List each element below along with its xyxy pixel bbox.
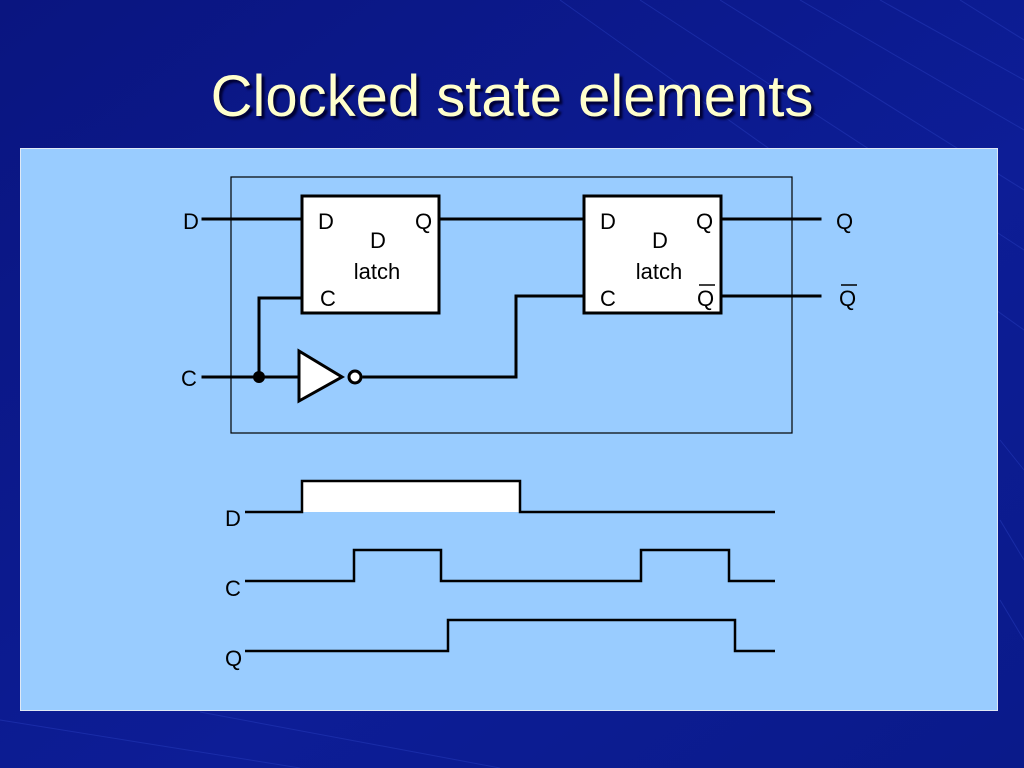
latch-1-pin-c: C [320,286,336,311]
flip-flop-boundary [230,176,793,434]
slide-title: Clocked state elements [210,64,814,129]
latch-2-pin-d: D [600,209,616,234]
latch-2-body [582,194,723,315]
latch-2-name-line2: latch [636,259,682,284]
input-c-label: C [181,366,197,391]
latch-1-body [300,194,441,315]
timing-d-waveform [245,479,775,514]
latch-2-pin-qbar: Q [697,286,714,311]
latch-1-pin-q: Q [415,209,432,234]
timing-q-waveform [245,618,775,653]
wire-clock-to-latch1 [257,296,304,379]
latch-2-name-line1: D [652,228,668,253]
output-qbar-label: Q [839,286,856,311]
timing-label-q: Q [225,646,242,671]
latch-1-name-line2: latch [354,259,400,284]
inverter-bubble [347,369,363,385]
inverter-triangle [297,348,345,404]
timing-d-high-region [302,481,520,512]
wire-inverter-to-latch2 [362,294,586,379]
input-d-label: D [183,209,199,234]
latch-1-pin-d: D [318,209,334,234]
latch-1-name-line1: D [370,228,386,253]
clock-junction-dot [253,371,265,383]
timing-label-c: C [225,576,241,601]
latch-2-pin-c: C [600,286,616,311]
latch-2-pin-q: Q [696,209,713,234]
output-q-label: Q [836,209,853,234]
content-panel [20,148,998,711]
timing-c-waveform [245,548,775,583]
timing-label-d: D [225,506,241,531]
